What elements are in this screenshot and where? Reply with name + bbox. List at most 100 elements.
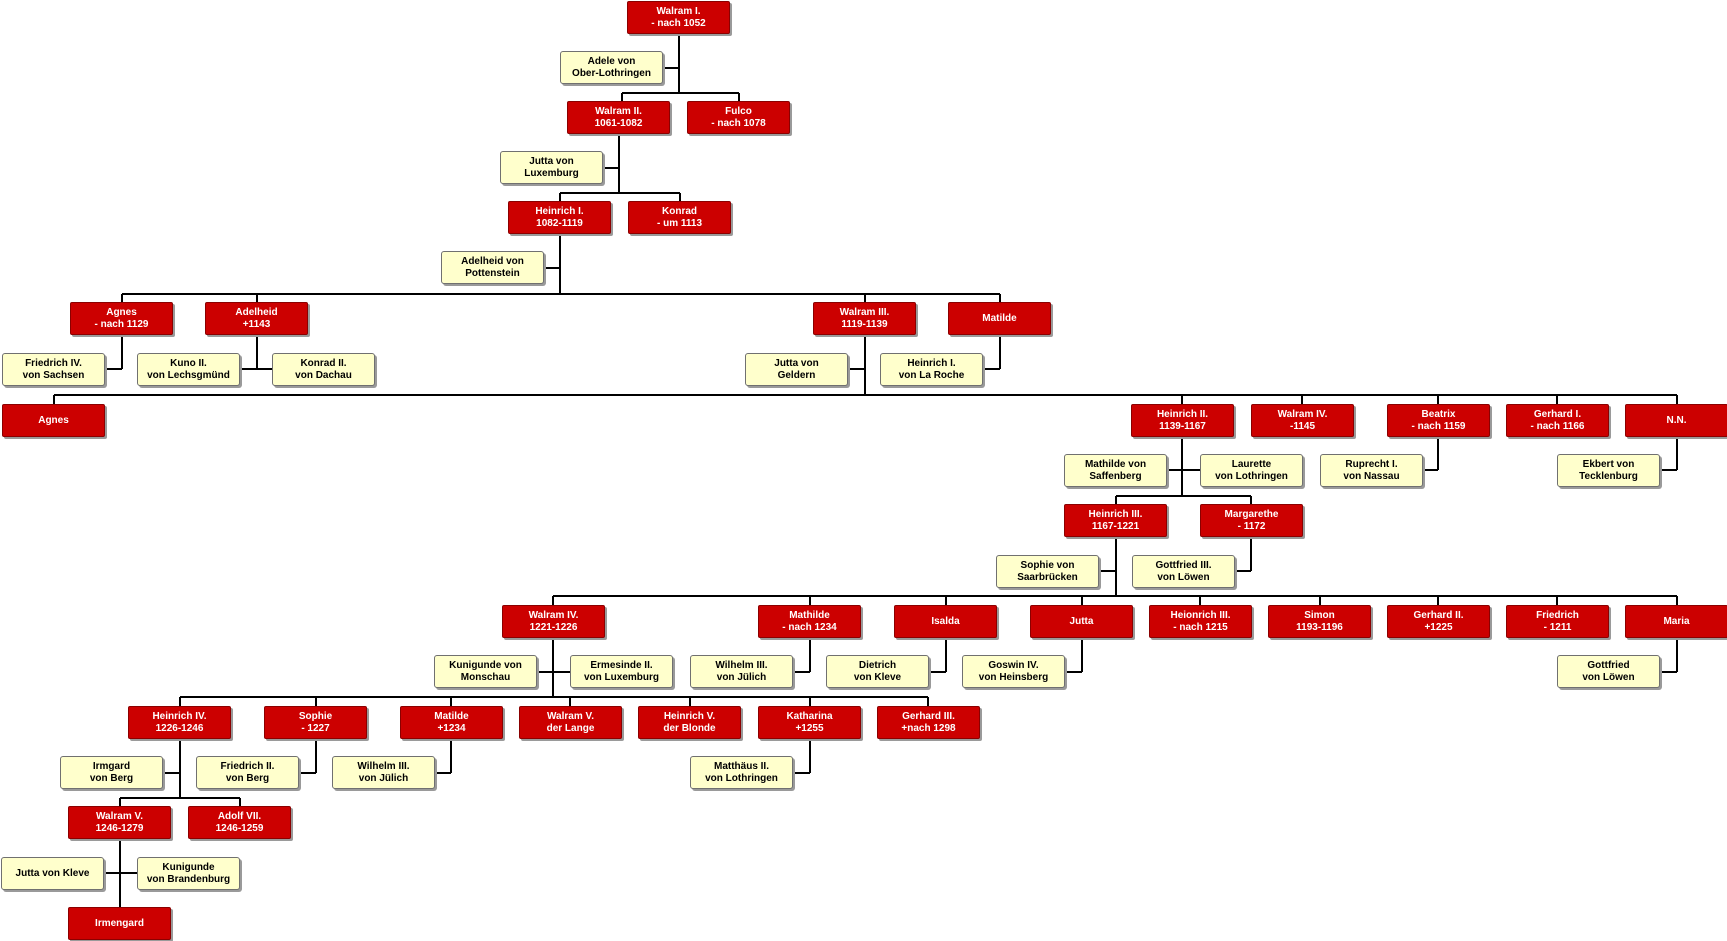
spouse-name-line2: von Dachau xyxy=(295,369,352,381)
spouse-name-line2: von Lothringen xyxy=(705,772,778,784)
person-agnes[interactable]: Agnes xyxy=(2,404,105,437)
person-name: Friedrich xyxy=(1536,609,1579,621)
person-heinrich-iii[interactable]: Heinrich III.1167-1221 xyxy=(1064,504,1167,537)
person-irmengard[interactable]: Irmengard xyxy=(68,907,171,940)
spouse-name-line1: Wilhelm III. xyxy=(357,760,410,772)
person-agnes-1129[interactable]: Agnes- nach 1129 xyxy=(70,302,173,335)
spouse-name-line1: Heinrich I. xyxy=(907,357,956,369)
spouse-ermesinde-ii[interactable]: Ermesinde II.von Luxemburg xyxy=(570,655,673,688)
spouse-name-line1: Gottfried III. xyxy=(1155,559,1212,571)
person-walram-ii[interactable]: Walram II.1061-1082 xyxy=(567,101,670,134)
spouse-name-line1: Dietrich xyxy=(858,659,897,671)
person-maria[interactable]: Maria xyxy=(1625,605,1727,638)
person-fulco[interactable]: Fulco- nach 1078 xyxy=(687,101,790,134)
spouse-konrad-ii[interactable]: Konrad II.von Dachau xyxy=(272,353,375,386)
spouse-kuno-ii[interactable]: Kuno II.von Lechsgmünd xyxy=(137,353,240,386)
spouse-name-line1: Friedrich II. xyxy=(220,760,275,772)
spouse-name-line1: Jutta von xyxy=(529,155,574,167)
person-walram-i[interactable]: Walram I.- nach 1052 xyxy=(627,1,730,34)
spouse-wilhelm-iii-juelich-2[interactable]: Wilhelm III.von Jülich xyxy=(332,756,435,789)
person-walram-v-der-lange[interactable]: Walram V.der Lange xyxy=(519,706,622,739)
spouse-name-line2: von Kleve xyxy=(853,671,902,683)
person-gerhard-ii[interactable]: Gerhard II.+1225 xyxy=(1387,605,1490,638)
spouse-name-line1: Kunigunde xyxy=(162,861,215,873)
spouse-name-line1: Ekbert von xyxy=(1582,458,1635,470)
spouse-friedrich-iv[interactable]: Friedrich IV.von Sachsen xyxy=(2,353,105,386)
person-dates: - nach 1166 xyxy=(1530,420,1585,432)
person-heinrich-iv[interactable]: Heinrich IV.1226-1246 xyxy=(128,706,231,739)
person-dates: - 1227 xyxy=(301,722,330,734)
person-heinrich-i[interactable]: Heinrich I.1082-1119 xyxy=(508,201,611,234)
person-heionrich-iii[interactable]: Heionrich III.- nach 1215 xyxy=(1149,605,1252,638)
spouse-name-line2: von Löwen xyxy=(1157,571,1210,583)
spouse-friedrich-ii-berg[interactable]: Friedrich II.von Berg xyxy=(196,756,299,789)
person-dates: 1226-1246 xyxy=(155,722,204,734)
person-walram-iv[interactable]: Walram IV.1221-1226 xyxy=(502,605,605,638)
person-name: Walram V. xyxy=(546,710,595,722)
spouse-name-line2: von Löwen xyxy=(1582,671,1635,683)
spouse-name-line2: von Lechsgmünd xyxy=(147,369,230,381)
spouse-goswin-iv[interactable]: Goswin IV.von Heinsberg xyxy=(962,655,1065,688)
person-isalda[interactable]: Isalda xyxy=(894,605,997,638)
person-heinrich-ii[interactable]: Heinrich II.1139-1167 xyxy=(1131,404,1234,437)
person-matilde[interactable]: Matilde xyxy=(948,302,1051,335)
person-name: Walram IV. xyxy=(1277,408,1328,420)
person-friedrich-1211[interactable]: Friedrich- 1211 xyxy=(1506,605,1609,638)
spouse-ruprecht[interactable]: Ruprecht I.von Nassau xyxy=(1320,454,1423,487)
person-dates: - nach 1159 xyxy=(1411,420,1466,432)
person-walram-iv-1145[interactable]: Walram IV.-1145 xyxy=(1251,404,1354,437)
person-dates: 1119-1139 xyxy=(841,318,888,330)
person-dates: - nach 1129 xyxy=(94,318,149,330)
person-margarethe[interactable]: Margarethe- 1172 xyxy=(1200,504,1303,537)
person-heinrich-v[interactable]: Heinrich V.der Blonde xyxy=(638,706,741,739)
person-dates: - 1172 xyxy=(1237,520,1266,532)
person-adolf-vii[interactable]: Adolf VII.1246-1259 xyxy=(188,806,291,839)
person-walram-iii[interactable]: Walram III.1119-1139 xyxy=(813,302,916,335)
person-dates: 1221-1226 xyxy=(529,621,578,633)
person-jutta[interactable]: Jutta xyxy=(1030,605,1133,638)
spouse-name-line1: Wilhelm III. xyxy=(715,659,768,671)
spouse-jutta-kleve[interactable]: Jutta von Kleve xyxy=(1,857,104,890)
spouse-wilhelm-iii-juelich[interactable]: Wilhelm III.von Jülich xyxy=(690,655,793,688)
person-walram-v[interactable]: Walram V.1246-1279 xyxy=(68,806,171,839)
spouse-name-line1: Jutta von xyxy=(774,357,819,369)
person-konrad[interactable]: Konrad- um 1113 xyxy=(628,201,731,234)
person-mathilde-1234[interactable]: Mathilde- nach 1234 xyxy=(758,605,861,638)
spouse-gottfried-iii[interactable]: Gottfried III.von Löwen xyxy=(1132,555,1235,588)
person-nn[interactable]: N.N. xyxy=(1625,404,1727,437)
spouse-name-line2: Tecklenburg xyxy=(1579,470,1638,482)
person-adelheid-1143[interactable]: Adelheid+1143 xyxy=(205,302,308,335)
spouse-name-line1: Laurette xyxy=(1231,458,1272,470)
person-name: N.N. xyxy=(1666,414,1687,426)
person-sophie-1227[interactable]: Sophie- 1227 xyxy=(264,706,367,739)
spouse-heinrich-la-roche[interactable]: Heinrich I.von La Roche xyxy=(880,353,983,386)
spouse-name-line2: von Lothringen xyxy=(1215,470,1288,482)
person-gerhard-i[interactable]: Gerhard I.- nach 1166 xyxy=(1506,404,1609,437)
person-katharina[interactable]: Katharina+1255 xyxy=(758,706,861,739)
spouse-matthaeus-ii[interactable]: Matthäus II.von Lothringen xyxy=(690,756,793,789)
person-name: Heinrich I. xyxy=(535,205,584,217)
person-matilde-1234[interactable]: Matilde+1234 xyxy=(400,706,503,739)
person-beatrix[interactable]: Beatrix- nach 1159 xyxy=(1387,404,1490,437)
person-dates: - nach 1215 xyxy=(1173,621,1228,633)
person-name: Sophie xyxy=(298,710,333,722)
spouse-name-line1: Ruprecht I. xyxy=(1345,458,1398,470)
person-dates: 1246-1259 xyxy=(215,822,264,834)
person-gerhard-iii[interactable]: Gerhard III.+nach 1298 xyxy=(877,706,980,739)
